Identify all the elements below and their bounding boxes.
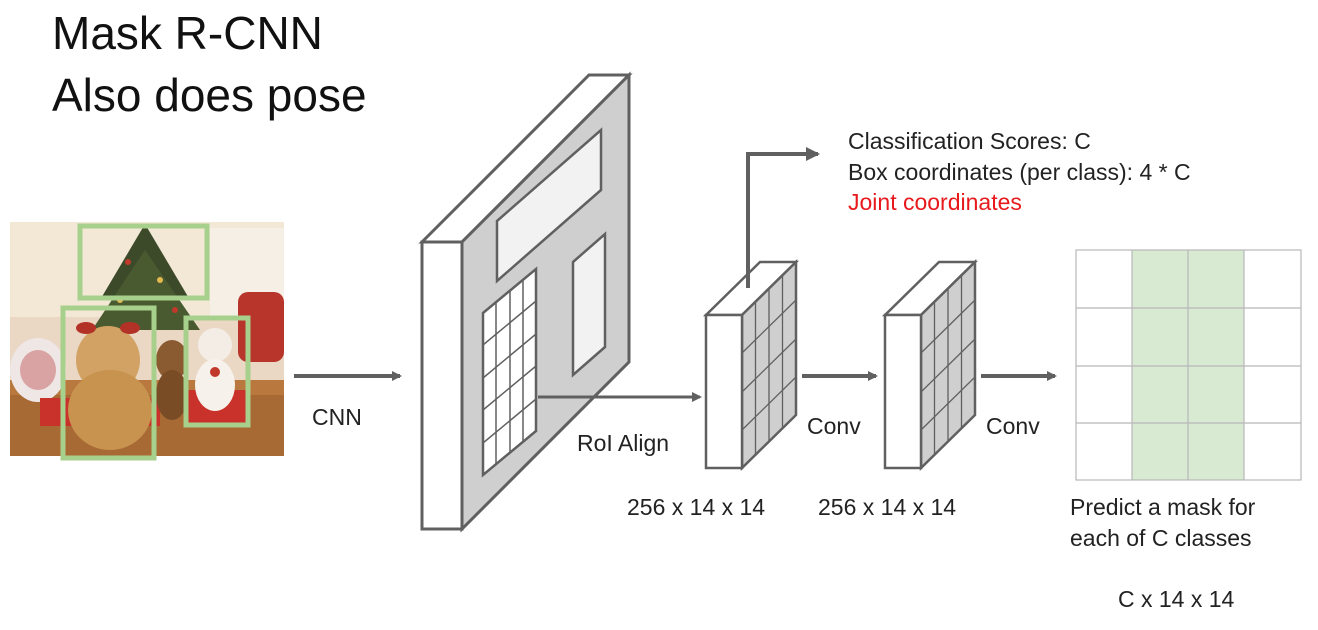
slide-title: Mask R-CNN [52, 7, 323, 59]
slide-subtitle: Also does pose [52, 69, 367, 121]
mask-caption-line1: Predict a mask for [1070, 494, 1256, 520]
roi-feature-cube-1 [702, 259, 800, 471]
head-branch-arrow [746, 147, 820, 288]
feature-map-block [418, 71, 633, 533]
cnn-label: CNN [312, 404, 362, 430]
roi-feature-cube-2 [881, 259, 979, 471]
detection-box-dog [60, 305, 157, 461]
classification-scores-label: Classification Scores: C [848, 128, 1091, 154]
box-coordinates-label: Box coordinates (per class): 4 * C [848, 159, 1191, 185]
dim-label-1: 256 x 14 x 14 [627, 494, 766, 520]
dim-label-2: 256 x 14 x 14 [818, 494, 957, 520]
mask-caption-line2: each of C classes [1070, 525, 1252, 551]
mask-dim-label: C x 14 x 14 [1118, 586, 1235, 612]
roi-grid [481, 266, 538, 478]
detection-box-tree [77, 223, 210, 301]
input-image [10, 222, 284, 461]
mask-output-grid [1075, 249, 1302, 481]
roi-align-label: RoI Align [577, 430, 670, 456]
detection-box-cat [183, 315, 251, 428]
conv-label-2: Conv [986, 413, 1040, 439]
joint-coordinates-label: Joint coordinates [848, 189, 1022, 215]
conv-label-1: Conv [807, 413, 861, 439]
